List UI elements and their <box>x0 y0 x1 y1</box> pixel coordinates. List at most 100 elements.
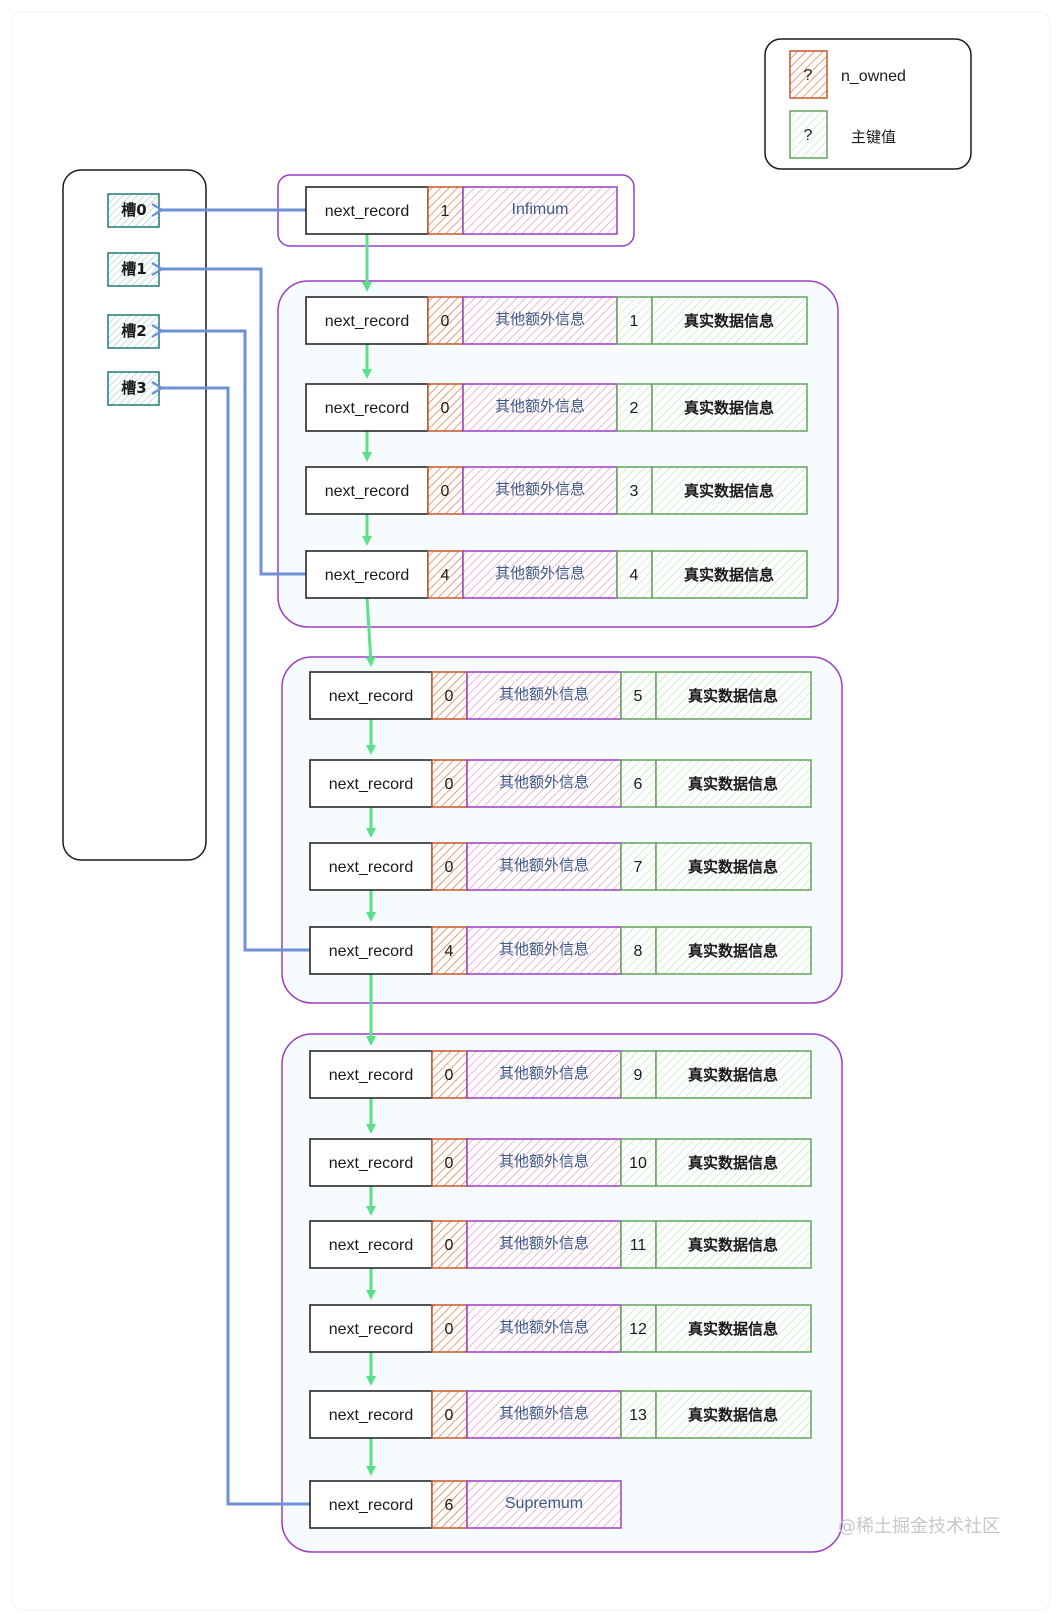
extra-info-field <box>462 296 618 345</box>
row-data-label: 真实数据信息 <box>684 312 774 330</box>
primary-key-field <box>620 759 657 808</box>
next-record-field <box>309 842 433 891</box>
slot-pointer-1 <box>162 269 306 576</box>
slot-3: 槽3 <box>107 371 160 406</box>
primary-key-value: 3 <box>630 483 639 500</box>
primary-key-field <box>616 383 653 432</box>
slot-pointer-3 <box>162 388 310 1506</box>
primary-key-field <box>620 671 657 720</box>
extra-info-label: 其他额外信息 <box>495 480 585 498</box>
extra-info-field <box>466 1220 622 1269</box>
n-owned-field <box>427 466 464 515</box>
n-owned-field <box>427 296 464 345</box>
primary-key-field <box>616 550 653 599</box>
next-record-arrow <box>365 597 376 667</box>
row-data-field <box>655 759 812 808</box>
next-record-label: next_record <box>329 1321 414 1338</box>
extra-info-label: 其他额外信息 <box>499 1234 589 1252</box>
page-directory <box>62 169 207 861</box>
next-record-label: next_record <box>325 313 410 330</box>
next-record-field <box>309 926 433 975</box>
next-record-label: next_record <box>329 1497 414 1514</box>
row-data-field <box>655 926 812 975</box>
n-owned-value: 1 <box>441 203 450 220</box>
next-record-label: next_record <box>329 943 414 960</box>
next-record-field <box>305 383 429 432</box>
row-data-label: 真实数据信息 <box>688 687 778 705</box>
row-data-label: 真实数据信息 <box>684 399 774 417</box>
slot-1: 槽1 <box>107 252 160 287</box>
row-data-label: 真实数据信息 <box>688 1066 778 1084</box>
next-record-field <box>305 550 429 599</box>
slot-0: 槽0 <box>107 193 160 228</box>
primary-key-field <box>620 1050 657 1099</box>
slot-pointer-2 <box>162 331 310 952</box>
next-record-label: next_record <box>329 688 414 705</box>
extra-info-label: Infimum <box>512 201 569 218</box>
slot-2: 槽2 <box>107 314 160 349</box>
n-owned-value: 4 <box>441 567 450 584</box>
row-data-field <box>651 466 808 515</box>
extra-info-field <box>462 186 618 235</box>
primary-key-value: 13 <box>629 1407 647 1424</box>
n-owned-value: 4 <box>445 943 454 960</box>
n-owned-value: 0 <box>441 313 450 330</box>
n-owned-field <box>431 671 468 720</box>
extra-info-field <box>466 1138 622 1187</box>
row-data-field <box>655 1050 812 1099</box>
next-record-field <box>305 186 429 235</box>
next-record-label: next_record <box>329 1155 414 1172</box>
legend-key-glyph: ? <box>804 127 813 144</box>
row-data-label: 真实数据信息 <box>688 1406 778 1424</box>
record-group-1 <box>277 280 839 628</box>
extra-info-label: 其他额外信息 <box>495 397 585 415</box>
slots: 槽0 槽1 槽2 槽3 <box>107 193 160 406</box>
n-owned-value: 0 <box>445 859 454 876</box>
n-owned-field <box>431 926 468 975</box>
slot-label: 槽2 <box>121 322 146 340</box>
extra-info-label: 其他额外信息 <box>499 940 589 958</box>
record-group-3 <box>281 1033 843 1553</box>
legend: ? n_owned ? 主键值 <box>764 38 972 170</box>
row-data-field <box>655 671 812 720</box>
primary-key-value: 12 <box>629 1321 647 1338</box>
legend-n-owned-glyph: ? <box>804 67 813 84</box>
n-owned-value: 0 <box>445 1407 454 1424</box>
watermark: @稀土掘金技术社区 <box>838 1516 1000 1537</box>
row-data-field <box>655 842 812 891</box>
next-record-field <box>309 1480 433 1529</box>
next-record-label: next_record <box>329 1407 414 1424</box>
extra-info-field <box>462 383 618 432</box>
slot-label: 槽1 <box>121 260 146 278</box>
row-data-field <box>655 1220 812 1269</box>
n-owned-value: 0 <box>441 400 450 417</box>
extra-info-label: 其他额外信息 <box>499 1064 589 1082</box>
extra-info-field <box>466 926 622 975</box>
primary-key-field <box>616 296 653 345</box>
primary-key-value: 11 <box>630 1237 647 1254</box>
row-data-label: 真实数据信息 <box>688 1320 778 1338</box>
primary-key-value: 5 <box>634 688 643 705</box>
next-record-field <box>309 1304 433 1353</box>
primary-key-field <box>616 466 653 515</box>
row-data-field <box>655 1390 812 1439</box>
n-owned-value: 0 <box>445 776 454 793</box>
primary-key-value: 9 <box>634 1067 643 1084</box>
extra-info-field <box>466 1390 622 1439</box>
next-record-label: next_record <box>329 1067 414 1084</box>
slot-pointers <box>162 210 310 1506</box>
next-record-field <box>309 671 433 720</box>
n-owned-value: 6 <box>445 1497 454 1514</box>
next-record-label: next_record <box>329 1237 414 1254</box>
legend-key-label: 主键值 <box>851 128 896 146</box>
